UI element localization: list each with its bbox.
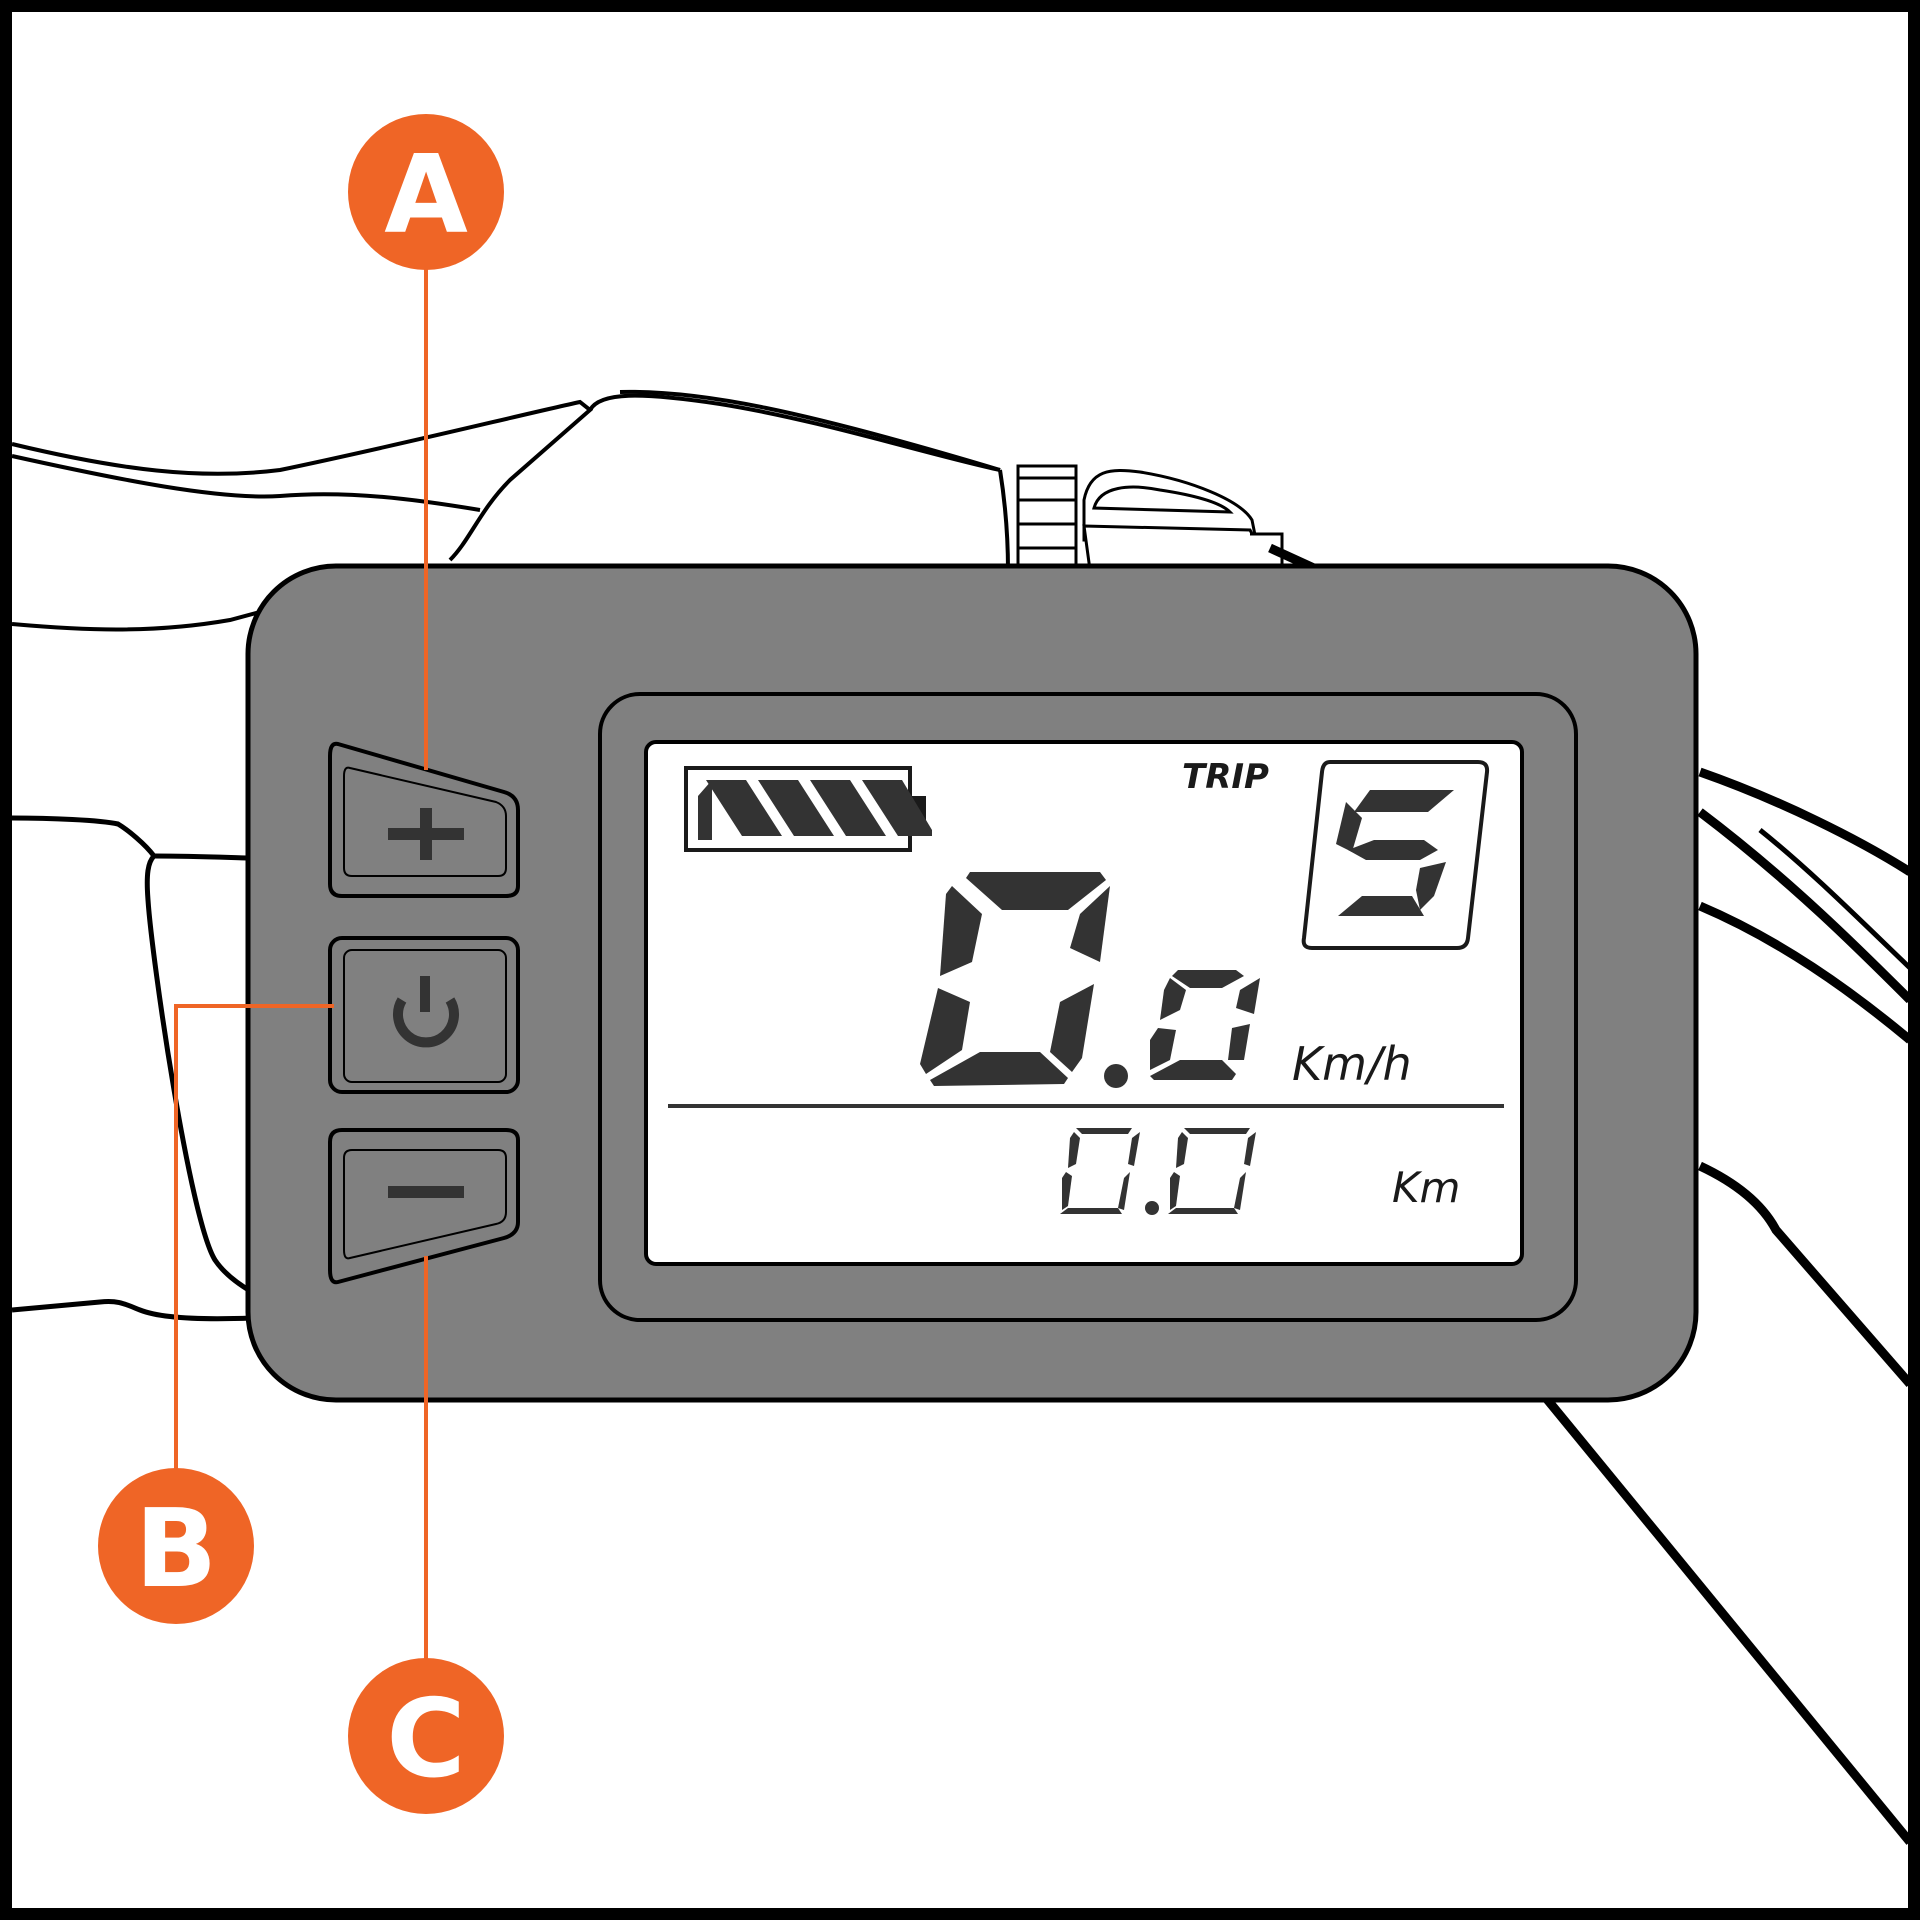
- battery-bar: [862, 780, 932, 836]
- plus-button[interactable]: [328, 741, 520, 898]
- distance-digits: [1060, 1128, 1256, 1215]
- speed-digit-1: [920, 872, 1110, 1086]
- callout-c: C: [348, 1658, 504, 1814]
- speed-unit-label: Km/h: [1292, 1037, 1412, 1091]
- minus-button[interactable]: [328, 1128, 520, 1285]
- callout-a-letter: A: [384, 133, 468, 258]
- battery-bar-edge: [698, 780, 712, 840]
- mount-clamp: [1016, 464, 1284, 572]
- power-button[interactable]: [328, 936, 520, 1094]
- battery-bar: [706, 780, 782, 836]
- speed-digit-2: [1150, 970, 1260, 1080]
- cables: [1268, 543, 1914, 1845]
- callout-a: A: [348, 114, 504, 270]
- battery-indicator: [684, 766, 932, 852]
- battery-bar: [758, 780, 834, 836]
- assist-level-digit: [1336, 790, 1454, 916]
- trip-label: TRIP: [1182, 757, 1269, 797]
- plus-icon: [388, 808, 464, 860]
- distance-unit-label: Km: [1392, 1163, 1460, 1212]
- callout-leaders: [174, 268, 428, 1660]
- speed-decimal-point: [1104, 1064, 1128, 1088]
- power-icon: [393, 976, 459, 1048]
- callout-b-letter: B: [135, 1487, 217, 1612]
- cable-thin: [1758, 828, 1912, 970]
- callout-b: B: [98, 1468, 254, 1624]
- minus-icon: [388, 1186, 464, 1198]
- battery-bar: [810, 780, 886, 836]
- callout-c-letter: C: [386, 1677, 465, 1802]
